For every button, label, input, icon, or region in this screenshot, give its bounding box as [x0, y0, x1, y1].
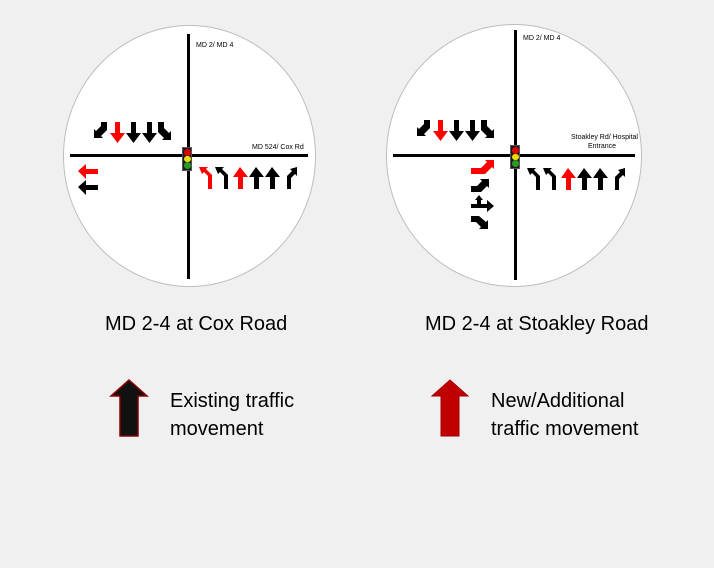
southbound-lane-arrows: [94, 122, 171, 143]
road-label-north: MD 2/ MD 4: [523, 35, 561, 42]
arrow-down-icon: [465, 120, 480, 141]
legend-existing-label: Existing traffic movement: [170, 390, 295, 440]
arrow-turn-northwest-icon: [527, 168, 540, 190]
legend-new-label: New/Additional traffic movement: [491, 390, 639, 440]
southbound-lane-arrows: [417, 120, 494, 141]
arrow-turn-northeast-icon: [615, 168, 625, 190]
arrow-turn-northeast-red-icon: [471, 160, 494, 174]
arrow-left-red-icon: [78, 164, 98, 179]
arrow-up-red-icon: [233, 167, 248, 189]
arrow-down-icon: [142, 122, 157, 143]
arrow-through-left-icon: [471, 195, 494, 212]
arrow-turn-northwest-icon: [215, 167, 228, 189]
westbound-lane-arrows: [78, 164, 98, 195]
red-up-arrow-icon: [430, 379, 470, 437]
arrow-turn-southwest-icon: [417, 120, 430, 136]
arrow-up-icon: [265, 167, 280, 189]
arrow-turn-southeast-icon: [471, 216, 488, 229]
northbound-lane-arrows: [199, 167, 297, 189]
arrow-down-red-icon: [110, 122, 125, 143]
traffic-signal-icon: [182, 147, 192, 171]
arrow-down-icon: [449, 120, 464, 141]
road-label-east-line2: Entrance: [588, 143, 617, 150]
road-label-east: MD 524/ Cox Rd: [252, 144, 304, 151]
arrow-turn-northeast-icon: [287, 167, 297, 189]
arrow-turn-northeast-icon: [471, 179, 489, 192]
caption-cox-road: MD 2-4 at Cox Road: [105, 313, 288, 335]
arrow-down-icon: [126, 122, 141, 143]
arrow-up-icon: [577, 168, 592, 190]
arrow-up-icon: [593, 168, 608, 190]
arrow-up-red-icon: [561, 168, 576, 190]
arrow-turn-northwest-red-icon: [199, 167, 212, 189]
arrow-left-icon: [78, 180, 98, 195]
black-up-arrow-icon: [109, 378, 149, 437]
caption-stoakley-road: MD 2-4 at Stoakley Road: [425, 313, 649, 335]
arrow-turn-southeast-icon: [158, 122, 171, 140]
eastbound-lane-arrows: [471, 160, 494, 229]
arrow-down-red-icon: [433, 120, 448, 141]
road-label-north: MD 2/ MD 4: [196, 42, 234, 49]
northbound-lane-arrows: [527, 168, 625, 190]
arrow-turn-southeast-icon: [481, 120, 494, 138]
road-label-east-line1: Stoakley Rd/ Hospital: [571, 134, 638, 141]
traffic-signal-icon: [510, 145, 520, 169]
arrow-up-icon: [249, 167, 264, 189]
arrow-turn-southwest-icon: [94, 122, 107, 138]
arrow-turn-northwest-icon: [543, 168, 556, 190]
